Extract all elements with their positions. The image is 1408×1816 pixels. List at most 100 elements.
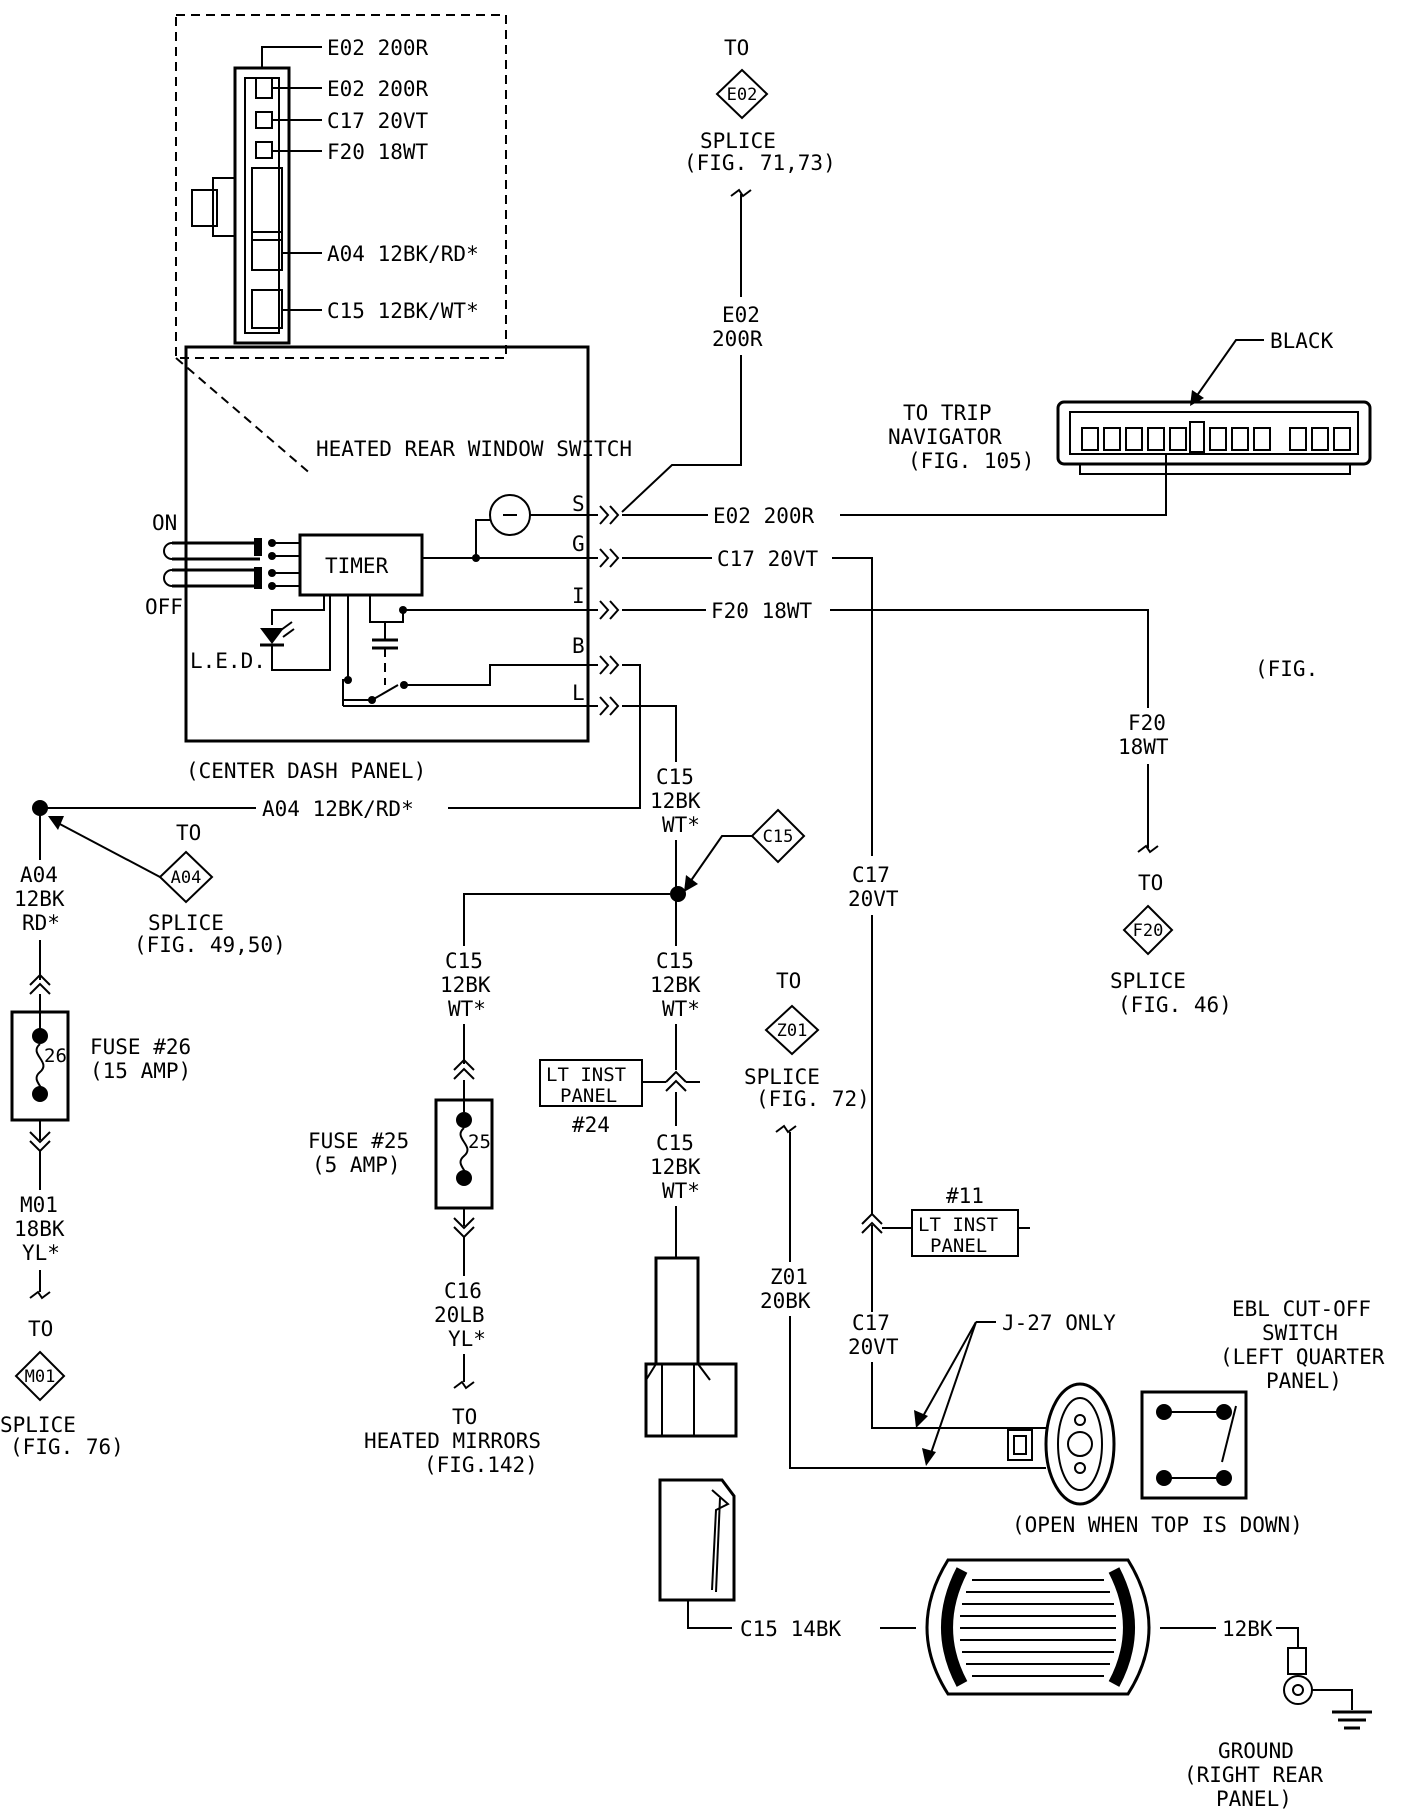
fuse-26-number: 26 [44,1045,67,1067]
splice-fig: (FIG. 76) [10,1435,124,1459]
j27-connector [1007,1429,1033,1461]
splice-label: SPLICE [0,1413,76,1437]
inset-connector-view: E02 200R E02 200R C17 20VT F20 18WT A04 … [175,14,507,476]
wire-c17-label: 20VT [848,1335,899,1359]
e02-circuit: TO E02 SPLICE (FIG. 71,73) E02 200R E02 … [621,36,1372,528]
j27-plug-icon [1044,1382,1116,1506]
wire-c17-label: C17 [852,1311,890,1335]
lt-inst-panel-11 [911,1209,1019,1257]
splice-fig: (FIG. 46) [1118,993,1232,1017]
wire-f20-label: F20 [1128,711,1166,735]
wire-c15-label: C15 [656,765,694,789]
wire-a04-label: RD* [22,911,60,935]
lt24-label: #24 [572,1113,610,1137]
ebl-switch-contact [1221,1405,1237,1463]
c15-connector [654,1256,700,1366]
fig-partial-label: (FIG. [1255,657,1318,681]
splice-label: SPLICE [1110,969,1186,993]
ground-label: GROUND [1218,1739,1294,1763]
fuse-26-circuit: TO A04 SPLICE (FIG. 49,50) A04 12BK RD* … [0,808,286,1459]
inset-pin-label: E02 200R [327,77,429,101]
rocker-icon [163,542,173,560]
wire-c15-grid-label: C15 14BK [740,1617,842,1641]
splice-tag-c15 [750,808,806,864]
wire-c16-label: 20LB [434,1303,485,1327]
tag-z01-label: Z01 [777,1021,808,1041]
timer-label: TIMER [325,554,389,578]
switch-location: (CENTER DASH PANEL) [186,759,426,783]
ground-wire-label: 12BK [1222,1617,1273,1641]
trip-nav-label: TO TRIP [903,401,992,425]
tag-c15-label: C15 [763,827,794,847]
tag-f20-label: F20 [1133,921,1164,941]
fuse-26-rating: (15 AMP) [90,1059,191,1083]
ebl-title: (LEFT QUARTER [1220,1345,1385,1369]
wire-c15-label: C15 [656,1131,694,1155]
wire-c15-label: WT* [662,1179,700,1203]
splice-tag-a04 [158,850,214,904]
wire-c17-label: C17 [852,863,890,887]
lt11-label: LT INST [918,1214,998,1236]
wire-e02-label: E02 200R [713,504,815,528]
ebl-cutoff-switch [1140,1390,1248,1500]
wire-c15-label: 12BK [650,789,701,813]
heated-rear-window-switch: HEATED REAR WINDOW SWITCH (CENTER DASH P… [145,345,632,783]
to-label: TO [724,36,749,60]
wire-a04-label: 12BK [14,887,65,911]
splice-tag-z01 [764,1004,820,1056]
splice-fig: (FIG. 49,50) [134,933,286,957]
to-label: TO [1138,871,1163,895]
switch-title: HEATED REAR WINDOW SWITCH [316,437,632,461]
splice-label: SPLICE [744,1065,820,1089]
lt24-label: PANEL [560,1085,617,1107]
heated-mirrors-fig: (FIG.142) [424,1453,538,1477]
j27-label: J-27 ONLY [1002,1311,1116,1335]
to-label: TO [176,821,201,845]
splice-fig: (FIG. 71,73) [684,151,836,175]
pin-b-label: B [572,634,585,658]
fuse-26-label: FUSE #26 [90,1035,191,1059]
wire-c15-label: WT* [662,813,700,837]
pin-l-label: L [572,681,585,705]
wire-m01-label: YL* [22,1241,60,1265]
ground-eyelet-icon [1283,1675,1313,1705]
wire-c17-label: 20VT [848,887,899,911]
trip-nav-label: NAVIGATOR [888,425,1002,449]
splice-label: SPLICE [148,911,224,935]
heated-mirrors-label: HEATED MIRRORS [364,1429,541,1453]
fuse-25-number: 25 [468,1131,491,1153]
inset-pin-label: C17 20VT [327,109,429,133]
pin-s-label: S [572,492,585,516]
wire-a04-label: A04 12BK/RD* [262,797,414,821]
led-icon [260,628,284,644]
splice-tag-m01 [14,1350,66,1402]
splice-tag-e02 [715,68,769,120]
off-label: OFF [145,595,183,619]
tag-a04-label: A04 [171,868,202,888]
inset-pin-label: C15 12BK/WT* [327,299,479,323]
wire-m01-label: M01 [20,1193,58,1217]
lt11-label: #11 [946,1184,984,1208]
inset-dashed-box [175,14,507,359]
wire-c15-label: C15 [445,949,483,973]
wire-c15-label: 12BK [650,973,701,997]
timer-block [298,533,424,597]
wire-c15-label: 12BK [650,1155,701,1179]
c15-a04-circuits: A04 12BK/RD* C15 12BK WT* C15 C15 12BK W… [32,664,916,1641]
wire-c16-label: C16 [444,1279,482,1303]
fuse-25-rating: (5 AMP) [312,1153,401,1177]
led-label: L.E.D. [190,649,266,673]
wire-f20-label: 18WT [1118,735,1169,759]
heated-mirrors-label: TO [452,1405,477,1429]
wire-a04-label: A04 [20,863,58,887]
ground-label: (RIGHT REAR [1184,1763,1323,1787]
z01-ebl-circuit: TO Z01 SPLICE (FIG. 72) Z01 20BK J-27 ON… [744,969,1385,1537]
ebl-title: PANEL) [1266,1369,1342,1393]
splice-fig: (FIG. 72) [756,1087,870,1111]
wire-c15-label: WT* [662,997,700,1021]
lt11-label: PANEL [930,1235,987,1257]
c17-f20-circuits: C17 20VT C17 20VT C17 20VT F20 18WT F20 … [622,547,1318,1429]
rear-window-grid: 12BK GROUND (RIGHT REAR PANEL) [925,1558,1372,1811]
tag-e02-label: E02 [727,85,758,105]
